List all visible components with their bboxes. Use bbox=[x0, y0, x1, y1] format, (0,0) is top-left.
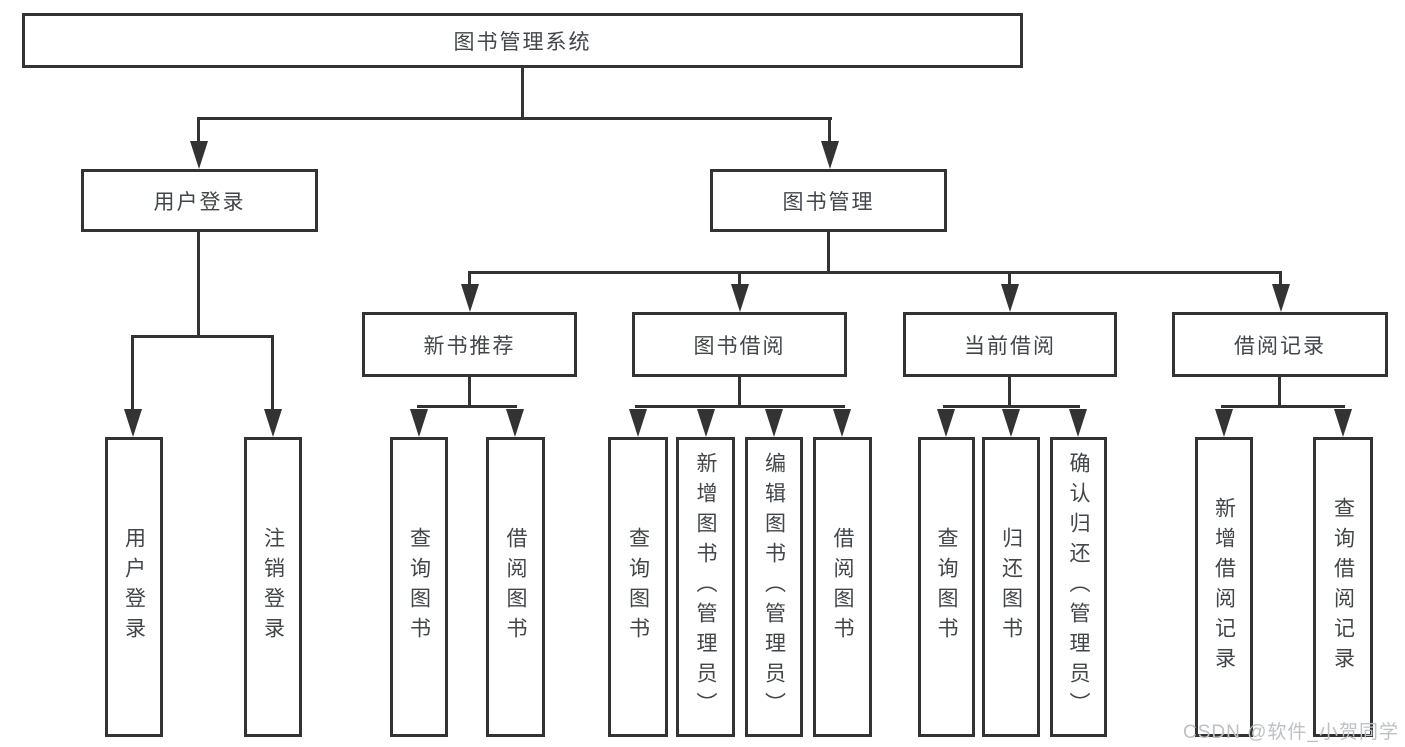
leaf-borrow-add-books-admin: 新增图书（管理员） bbox=[676, 437, 735, 737]
node-borrow-records: 借阅记录 bbox=[1172, 312, 1388, 377]
connector-drop-login-leaf2 bbox=[271, 335, 274, 411]
node-new-book-recommend: 新书推荐 bbox=[362, 312, 577, 377]
connector-newbook-bus bbox=[417, 405, 517, 408]
arrowhead-login-leaf2 bbox=[264, 409, 282, 437]
arrowhead-newbook bbox=[461, 284, 479, 312]
arrowhead-borrow bbox=[731, 284, 749, 312]
arrowhead-current-leaf1 bbox=[937, 409, 955, 437]
connector-drop-book-mgmt bbox=[828, 117, 831, 144]
connector-mgmt-stem bbox=[827, 232, 830, 273]
arrowhead-current-leaf2 bbox=[1002, 409, 1020, 437]
arrowhead-user-login bbox=[190, 141, 208, 169]
arrowhead-records bbox=[1272, 284, 1290, 312]
leaf-current-query-books: 查询图书 bbox=[918, 437, 975, 737]
arrowhead-records-leaf2 bbox=[1334, 409, 1352, 437]
connector-current-stem bbox=[1008, 377, 1011, 408]
connector-records-stem bbox=[1278, 377, 1281, 408]
connector-root-stem bbox=[521, 68, 524, 117]
connector-records-bus bbox=[1221, 405, 1345, 408]
node-user-login: 用户登录 bbox=[81, 169, 318, 232]
connector-login-stem bbox=[197, 232, 200, 335]
leaf-current-confirm-return-admin: 确认归还（管理员） bbox=[1050, 437, 1107, 737]
arrowhead-current-leaf3 bbox=[1069, 409, 1087, 437]
leaf-user-login: 用户登录 bbox=[105, 437, 163, 737]
connector-newbook-stem bbox=[468, 377, 471, 408]
connector-drop-records bbox=[1279, 271, 1282, 286]
arrowhead-borrow-leaf1 bbox=[629, 409, 647, 437]
leaf-records-query-record: 查询借阅记录 bbox=[1313, 437, 1373, 737]
arrowhead-records-leaf1 bbox=[1215, 409, 1233, 437]
arrowhead-borrow-leaf4 bbox=[833, 409, 851, 437]
leaf-newbook-borrow-books: 借阅图书 bbox=[486, 437, 545, 737]
connector-drop-user-login bbox=[197, 117, 200, 144]
connector-root-bus bbox=[197, 117, 832, 120]
leaf-borrow-query-books: 查询图书 bbox=[608, 437, 668, 737]
leaf-logout: 注销登录 bbox=[244, 437, 302, 737]
arrowhead-login-leaf1 bbox=[124, 409, 142, 437]
connector-borrow-stem bbox=[738, 377, 741, 408]
leaf-borrow-edit-books-admin: 编辑图书（管理员） bbox=[745, 437, 803, 737]
connector-drop-login-leaf1 bbox=[131, 335, 134, 411]
arrowhead-borrow-leaf3 bbox=[765, 409, 783, 437]
arrowhead-newbook-leaf1 bbox=[410, 409, 428, 437]
connector-mgmt-bus bbox=[468, 271, 1282, 274]
arrowhead-newbook-leaf2 bbox=[506, 409, 524, 437]
arrowhead-current bbox=[1001, 284, 1019, 312]
connector-drop-current bbox=[1008, 271, 1011, 286]
leaf-newbook-query-books: 查询图书 bbox=[390, 437, 448, 737]
connector-current-bus bbox=[943, 405, 1080, 408]
leaf-borrow-borrow-books: 借阅图书 bbox=[813, 437, 872, 737]
leaf-current-return-books: 归还图书 bbox=[982, 437, 1040, 737]
csdn-watermark: CSDN @软件_小贺同学 bbox=[1183, 722, 1399, 743]
connector-login-bus bbox=[131, 335, 274, 338]
node-current-borrow: 当前借阅 bbox=[903, 312, 1117, 377]
leaf-records-add-record: 新增借阅记录 bbox=[1195, 437, 1253, 737]
arrowhead-borrow-leaf2 bbox=[697, 409, 715, 437]
arrowhead-book-mgmt bbox=[821, 141, 839, 169]
connector-drop-borrow bbox=[738, 271, 741, 286]
node-book-management: 图书管理 bbox=[710, 169, 947, 232]
node-root: 图书管理系统 bbox=[22, 13, 1023, 68]
connector-borrow-bus bbox=[635, 405, 845, 408]
connector-drop-newbook bbox=[468, 271, 471, 286]
node-book-borrow: 图书借阅 bbox=[632, 312, 847, 377]
